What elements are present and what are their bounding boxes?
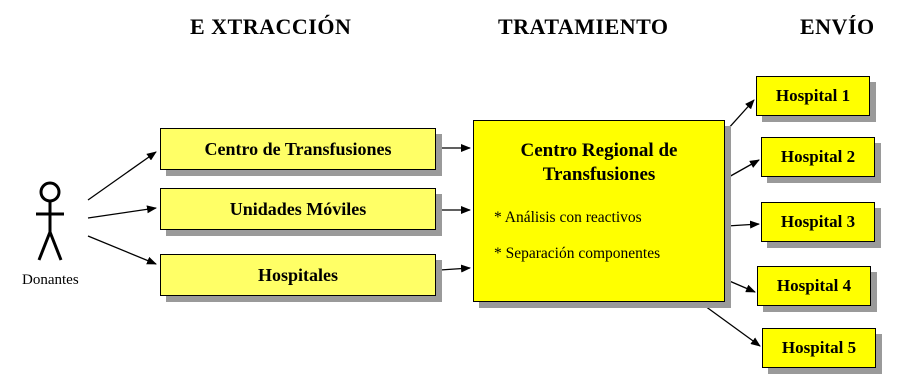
header-treatment: TRATAMIENTO [498,14,669,39]
arrow-donor-moviles [87,205,157,219]
header-extraction: E XTRACCIÓN [190,14,352,39]
bullet-analisis: * Análisis con reactivos [494,209,642,226]
arrow-hospitales-central [439,264,471,273]
box-hospital-4: Hospital 4 [757,266,871,306]
box-hospital-3: Hospital 3 [761,202,875,242]
box-hospital-2: Hospital 2 [761,137,875,177]
person-icon [36,181,64,261]
box-unidades-moviles: Unidades Móviles [160,188,436,230]
header-shipping: ENVÍO [800,14,875,39]
box-hospital-5: Hospital 5 [762,328,876,368]
box-centro-regional: Centro Regional de Transfusiones * Análi… [473,120,725,302]
arrow-central-hospital4 [726,279,756,293]
bullet-separacion: * Separación componentes [494,245,661,262]
arrow-central-hospital3 [726,220,760,229]
donor-label: Donantes [22,272,79,288]
box-hospitales: Hospitales [160,254,436,296]
arrow-donor-hospitales [87,235,157,265]
arrow-central-hospital5 [704,305,761,347]
box-centro-transfusiones: Centro de Transfusiones [160,128,436,170]
central-title: Centro Regional de Transfusiones [520,140,678,185]
arrow-donor-centro [87,151,157,201]
arrow-central-hospital2 [726,159,760,179]
arrow-central-hospital1 [726,99,755,131]
box-hospital-1: Hospital 1 [756,76,870,116]
